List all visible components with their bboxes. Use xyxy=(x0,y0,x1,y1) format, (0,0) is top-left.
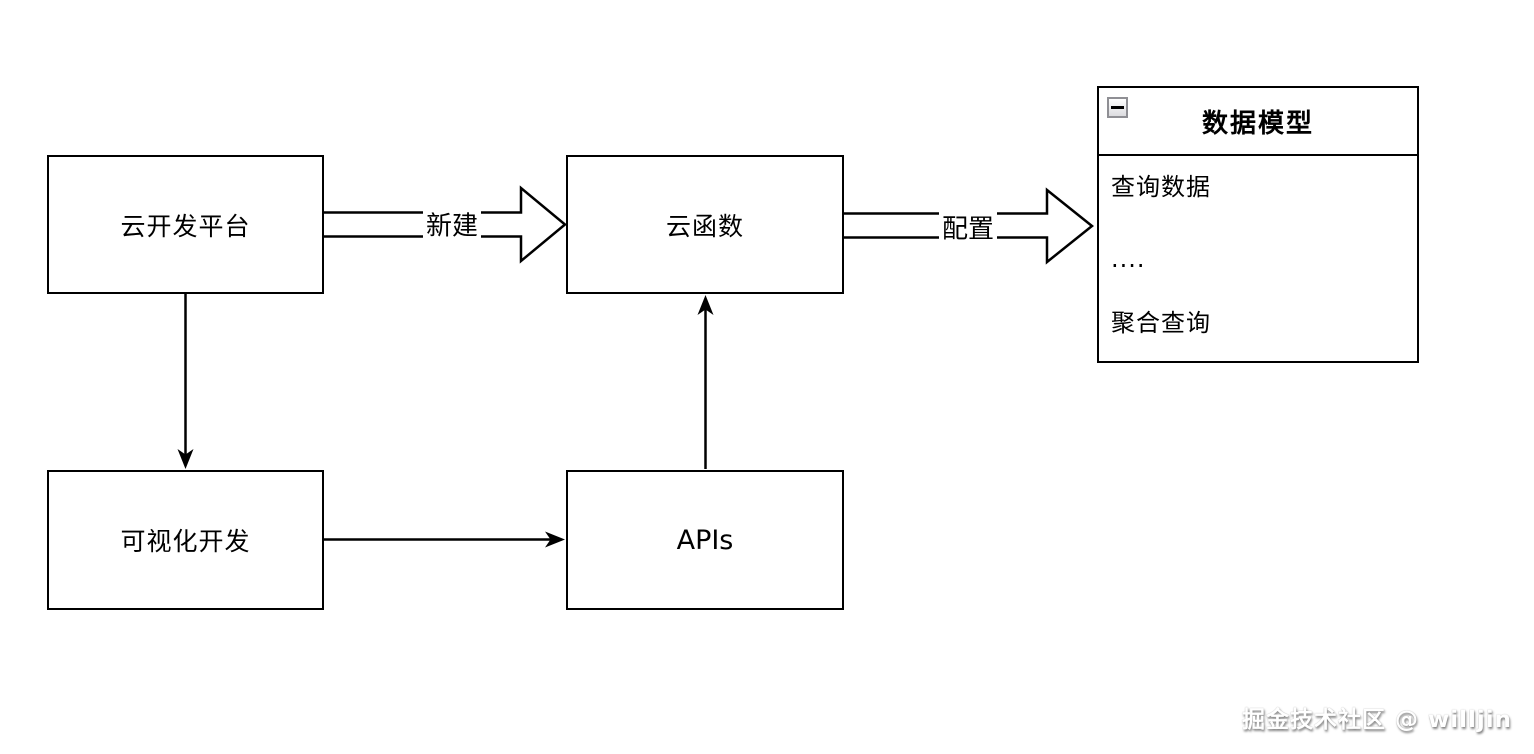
data-model-item: 查询数据 xyxy=(1111,173,1211,201)
data-model-table: 数据模型 查询数据 .... 聚合查询 xyxy=(1097,86,1419,363)
node-visual-dev-label: 可视化开发 xyxy=(120,527,251,556)
collapse-minus-icon[interactable] xyxy=(1107,97,1128,118)
data-model-item: 聚合查询 xyxy=(1111,309,1211,337)
arrowhead-up xyxy=(697,295,714,315)
data-model-header: 数据模型 xyxy=(1099,88,1417,156)
minus-bar xyxy=(1111,106,1124,109)
edge-apis-to-function xyxy=(697,295,714,469)
node-cloud-function-label: 云函数 xyxy=(665,211,744,241)
data-model-body: 查询数据 .... 聚合查询 xyxy=(1099,156,1417,361)
data-model-title: 数据模型 xyxy=(1201,108,1314,139)
node-apis: APIs xyxy=(566,470,844,610)
edge-label-create: 新建 xyxy=(422,205,482,243)
data-model-item: .... xyxy=(1111,245,1146,273)
edge-platform-to-visual xyxy=(177,294,194,469)
arrowhead-down xyxy=(177,449,194,469)
edge-label-configure: 配置 xyxy=(938,208,998,246)
watermark: 掘金技术社区 @ willjin xyxy=(1241,707,1512,733)
arrowhead-right xyxy=(545,531,565,548)
edge-visual-to-apis xyxy=(324,531,565,548)
node-apis-label: APIs xyxy=(676,524,734,556)
node-visual-dev: 可视化开发 xyxy=(47,470,324,610)
node-cloud-platform-label: 云开发平台 xyxy=(120,211,251,241)
node-cloud-platform: 云开发平台 xyxy=(47,155,324,294)
node-cloud-function: 云函数 xyxy=(566,155,844,294)
